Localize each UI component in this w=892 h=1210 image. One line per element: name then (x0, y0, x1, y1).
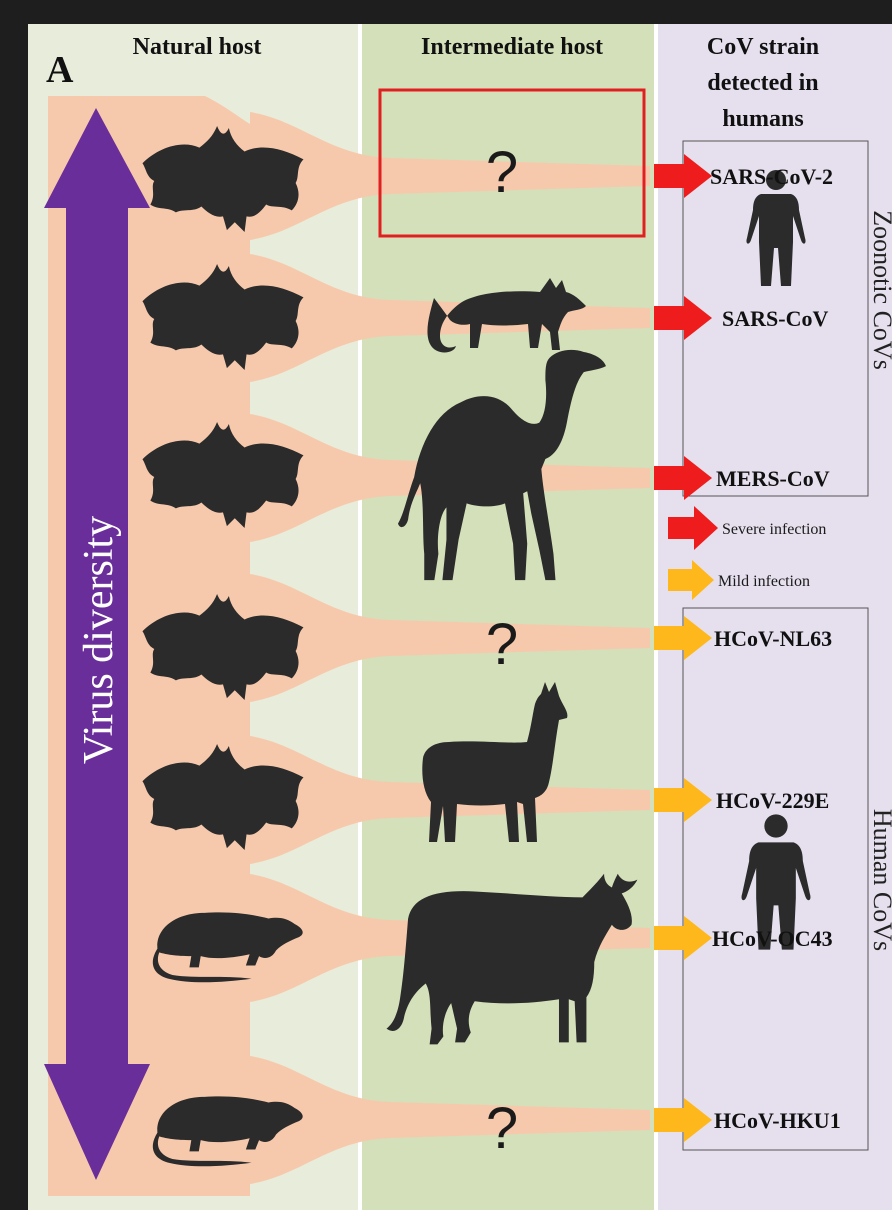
strain-label: HCoV-HKU1 (714, 1108, 841, 1133)
unknown-intermediate-marker: ? (486, 140, 518, 205)
strain-label: SARS-CoV (722, 306, 828, 331)
strain-label: HCoV-OC43 (712, 926, 833, 951)
intermediate-host-header: Intermediate host (421, 34, 603, 60)
panel-label: A (46, 49, 74, 91)
strain-header-line-1: CoV strain (707, 34, 819, 60)
severe-infection-legend-label: Severe infection (722, 521, 826, 538)
strain-label: SARS-CoV-2 (710, 164, 833, 189)
virus-diversity-label: Virus diversity (76, 516, 122, 764)
zoonotic-group-label: Zoonotic CoVs (868, 210, 892, 370)
unknown-intermediate-marker: ? (486, 612, 518, 677)
mild-infection-legend-label: Mild infection (718, 573, 810, 590)
strain-header-line-3: humans (722, 106, 803, 132)
strain-label: MERS-CoV (716, 466, 830, 491)
unknown-intermediate-marker: ? (486, 1096, 518, 1161)
natural-host-header: Natural host (133, 34, 262, 60)
human-group-label: Human CoVs (868, 809, 892, 951)
strain-label: HCoV-NL63 (714, 626, 832, 651)
strain-header-line-2: detected in (707, 70, 818, 96)
strain-label: HCoV-229E (716, 788, 829, 813)
